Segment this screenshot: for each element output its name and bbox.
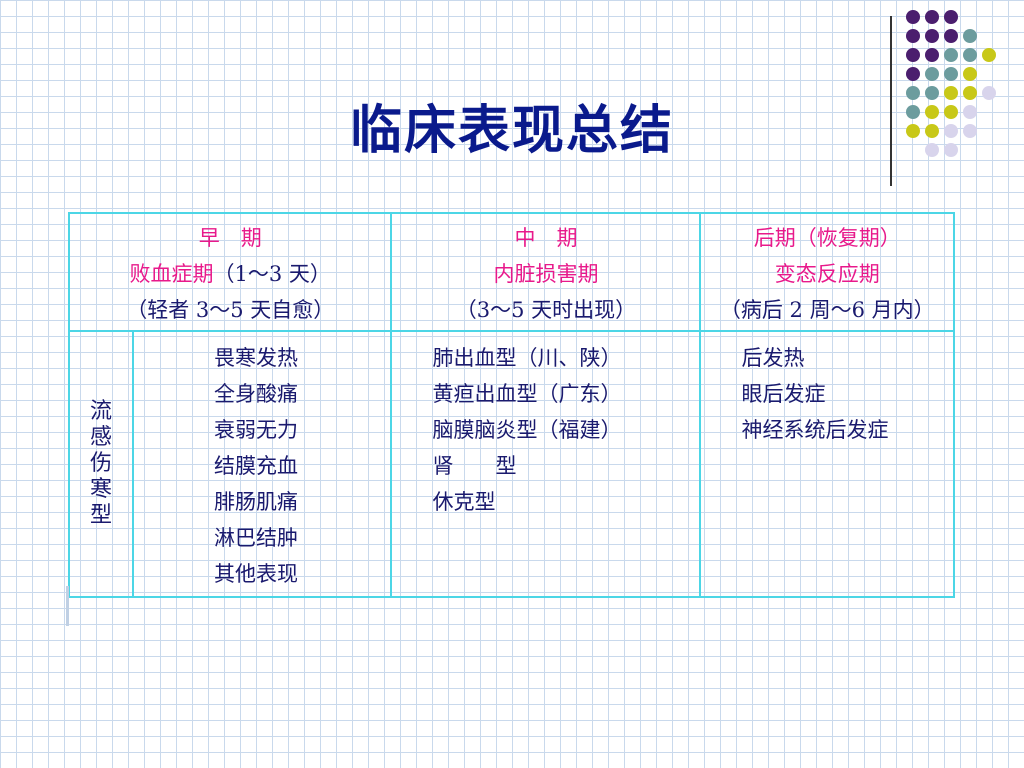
list-item: 休克型	[432, 490, 496, 514]
decor-dot	[963, 86, 977, 100]
side-label-char: 型	[89, 503, 112, 528]
late-complications: 后发热 眼后发症 神经系统后发症	[699, 330, 955, 598]
list-item: 脑膜脑炎型（福建）	[432, 418, 622, 442]
decor-dot	[963, 67, 977, 81]
decor-dot	[944, 67, 958, 81]
decor-dot	[944, 10, 958, 24]
summary-table: 早 期 败血症期（1～3 天） （轻者 3～5 天自愈） 中 期 内脏损害期 （…	[67, 212, 955, 598]
table-header-row: 早 期 败血症期（1～3 天） （轻者 3～5 天自愈） 中 期 内脏损害期 （…	[67, 212, 955, 332]
decor-dot-grid	[906, 10, 1016, 170]
decor-dot	[925, 86, 939, 100]
list-item: 肺出血型（川、陕）	[432, 346, 622, 370]
header-late-note: （病后 2 周～6 月内）	[719, 298, 935, 322]
decor-dot	[944, 124, 958, 138]
side-label-char: 流	[89, 399, 112, 424]
header-late-phase: 变态反应期	[774, 262, 880, 286]
side-label-char: 寒	[89, 477, 112, 502]
decor-dot	[925, 67, 939, 81]
decor-dot	[925, 29, 939, 43]
page-title: 临床表现总结	[349, 101, 674, 161]
side-label-char: 感	[89, 425, 112, 450]
list-item: 结膜充血	[214, 454, 298, 478]
side-label-char: 伤	[89, 451, 112, 476]
list-item: 腓肠肌痛	[214, 490, 298, 514]
header-late-title: 后期（恢复期）	[753, 226, 901, 250]
list-item: 淋巴结肿	[214, 526, 298, 550]
header-middle-note: （3～5 天时出现）	[455, 298, 637, 322]
decor-dot	[944, 48, 958, 62]
list-item: 全身酸痛	[214, 382, 298, 406]
decor-dot	[963, 105, 977, 119]
decor-dot	[944, 143, 958, 157]
list-item: 神经系统后发症	[741, 418, 889, 442]
list-item: 畏寒发热	[214, 346, 298, 370]
decor-dot	[925, 105, 939, 119]
decor-dot	[906, 105, 920, 119]
list-item: 黄疸出血型（广东）	[432, 382, 622, 406]
header-early-title: 早 期	[198, 226, 262, 250]
decor-dot	[925, 124, 939, 138]
early-symptoms: 畏寒发热 全身酸痛 衰弱无力 结膜充血 腓肠肌痛 淋巴结肿 其他表现	[131, 330, 393, 598]
decor-dot	[906, 29, 920, 43]
side-label-cell: 流 感 伤 寒 型	[68, 330, 134, 598]
header-late: 后期（恢复期） 变态反应期 （病后 2 周～6 月内）	[699, 212, 955, 332]
decor-dot	[925, 10, 939, 24]
decor-dot	[906, 10, 920, 24]
header-early-note: （轻者 3～5 天自愈）	[126, 298, 335, 322]
decor-dot	[906, 48, 920, 62]
decor-dot	[944, 105, 958, 119]
decor-dot	[906, 67, 920, 81]
decor-dot	[963, 48, 977, 62]
table-body-row: 流 感 伤 寒 型 畏寒发热 全身酸痛 衰弱无力 结膜充血 腓肠肌痛 淋巴结肿 …	[68, 330, 955, 598]
decor-dot	[982, 86, 996, 100]
decor-dot	[963, 29, 977, 43]
list-item: 衰弱无力	[214, 418, 298, 442]
decor-dot	[982, 48, 996, 62]
decor-left-line	[66, 586, 69, 626]
list-item: 肾 型	[432, 454, 517, 478]
header-early: 早 期 败血症期（1～3 天） （轻者 3～5 天自愈）	[67, 212, 393, 332]
decor-dot	[963, 124, 977, 138]
header-middle-title: 中 期	[514, 226, 578, 250]
decor-dot	[906, 124, 920, 138]
decor-vertical-line	[890, 16, 892, 186]
decor-dot	[906, 86, 920, 100]
decor-dot	[925, 48, 939, 62]
header-middle-phase: 内脏损害期	[493, 262, 599, 286]
list-item: 后发热	[741, 346, 805, 370]
header-middle: 中 期 内脏损害期 （3～5 天时出现）	[390, 212, 702, 332]
decor-dot	[925, 143, 939, 157]
decor-dot	[944, 29, 958, 43]
middle-types: 肺出血型（川、陕） 黄疸出血型（广东） 脑膜脑炎型（福建） 肾 型 休克型	[390, 330, 702, 598]
header-early-duration: （1～3 天）	[213, 262, 331, 286]
list-item: 其他表现	[214, 562, 298, 586]
header-early-phase: 败血症期	[129, 262, 214, 286]
decor-dot	[944, 86, 958, 100]
list-item: 眼后发症	[741, 382, 826, 406]
